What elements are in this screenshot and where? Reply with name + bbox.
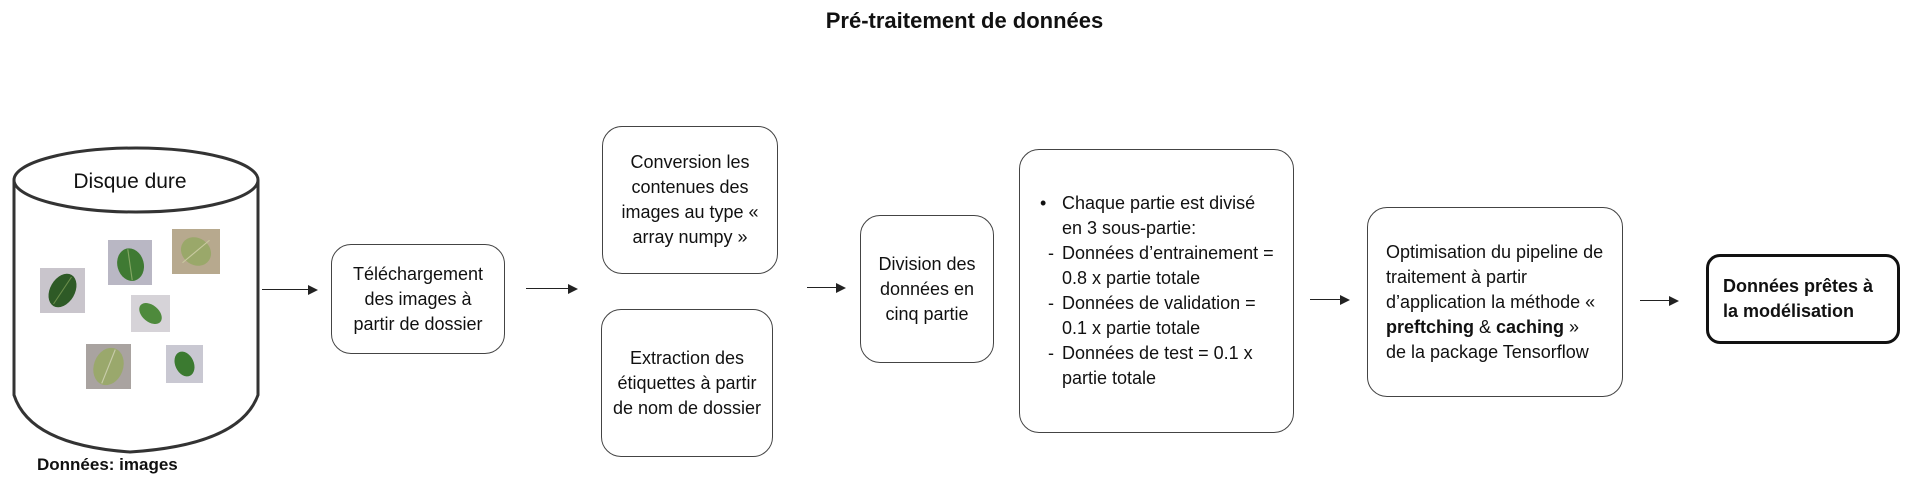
arrow	[1640, 295, 1679, 306]
disk-label: Disque dure	[73, 170, 187, 193]
split-list: Chaque partie est divisé en 3 sous-parti…	[1034, 191, 1279, 391]
split-item-validation: Données de validation = 0.1 x partie tot…	[1034, 291, 1279, 341]
leaf-image	[40, 268, 85, 313]
division-step-box: Division des données en cinq partie	[860, 215, 994, 363]
split-intro: Chaque partie est divisé en 3 sous-parti…	[1034, 191, 1279, 241]
split-item-train: Données d’entrainement = 0.8 x partie to…	[1034, 241, 1279, 291]
disk-cylinder	[12, 146, 260, 454]
leaf-image	[131, 295, 170, 332]
split-item-test: Données de test = 0.1 x partie totale	[1034, 341, 1279, 391]
division-step-text: Division des données en cinq partie	[878, 253, 976, 324]
split-step-box: Chaque partie est divisé en 3 sous-parti…	[1019, 149, 1294, 433]
conversion-step-text: Conversion les contenues des images au t…	[621, 152, 759, 247]
leaf-image	[172, 229, 220, 274]
arrow	[807, 282, 846, 293]
final-output-text: Données prêtes à la modélisation	[1723, 276, 1874, 321]
download-step-text: Téléchargement des images à partir de do…	[352, 263, 484, 334]
arrow	[526, 283, 578, 294]
arrow	[1310, 294, 1350, 305]
download-step-box: Téléchargement des images à partir de do…	[331, 244, 505, 354]
optimisation-step-text: Optimisation du pipeline de traitement à…	[1386, 241, 1604, 362]
extraction-step-text: Extraction des étiquettes à partir de no…	[612, 347, 762, 418]
optimisation-step-box: Optimisation du pipeline de traitement à…	[1367, 207, 1623, 397]
leaf-image	[86, 344, 131, 389]
diagram-title: Pré-traitement de données	[825, 8, 1104, 33]
leaf-image	[108, 240, 152, 285]
final-output-box: Données prêtes à la modélisation	[1706, 254, 1900, 344]
extraction-step-box: Extraction des étiquettes à partir de no…	[601, 309, 773, 457]
arrow	[262, 284, 318, 295]
leaf-image	[166, 345, 203, 383]
conversion-step-box: Conversion les contenues des images au t…	[602, 126, 778, 274]
data-caption: Données: images	[37, 455, 178, 474]
